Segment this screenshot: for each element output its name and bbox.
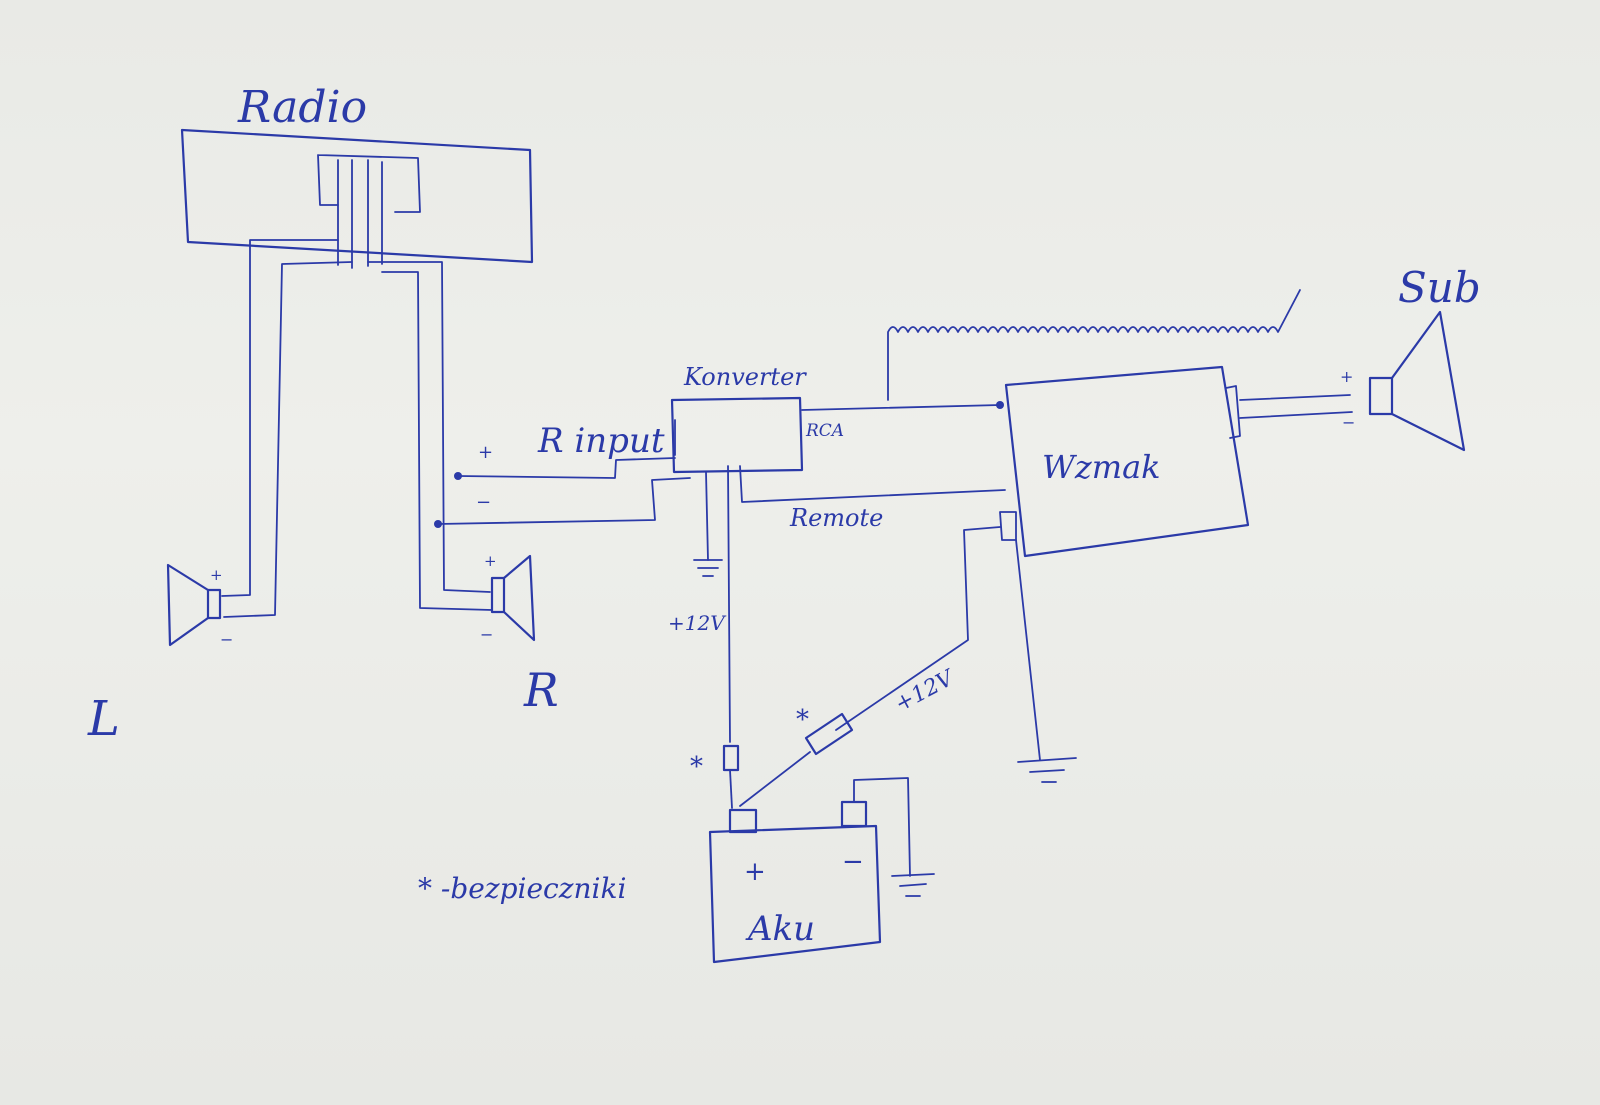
amp-ground-icon (1015, 539, 1077, 783)
fuse-marker-1: * (690, 752, 703, 782)
left-speaker-label: L (87, 691, 120, 747)
wzmak-label: Wzmak (1042, 448, 1161, 486)
converter-12v-label: +12V (668, 611, 727, 635)
sub-minus-label: − (1342, 413, 1355, 432)
right-speaker-icon (490, 554, 536, 642)
right-speaker-wires (367, 261, 493, 611)
left-speaker-wires (221, 239, 353, 618)
rinput-minus-label: − (476, 492, 491, 513)
battery-plus-label: + (744, 857, 766, 887)
right-minus-label: − (480, 625, 493, 644)
converter-ground-icon (693, 471, 723, 577)
rinput-plus-label: + (478, 442, 493, 463)
converter-power-line (727, 465, 733, 809)
battery-icon (708, 777, 935, 964)
left-speaker-icon (166, 563, 222, 647)
rca-label: RCA (805, 421, 844, 441)
r-input-label: R input (537, 421, 665, 461)
fuse-legend: * -bezpieczniki (418, 872, 626, 905)
fuse-icon-converter (722, 744, 740, 772)
radio-unit (180, 128, 534, 269)
right-speaker-label: R (523, 663, 559, 717)
right-plus-label: + (484, 552, 497, 570)
remote-label: Remote (789, 504, 883, 532)
subwoofer-icon (1368, 310, 1466, 452)
converter-box (670, 396, 804, 474)
left-minus-label: − (220, 630, 233, 649)
sub-plus-label: + (1340, 367, 1353, 386)
battery-label: Aku (745, 909, 815, 949)
sub-label: Sub (1398, 263, 1481, 312)
r-input-wires (437, 457, 691, 525)
konverter-label: Konverter (683, 363, 807, 391)
battery-minus-label: − (842, 847, 864, 877)
amp-power-line (739, 526, 1001, 807)
remote-wire (739, 465, 1006, 503)
sub-wires (1225, 385, 1353, 439)
fuse-icon-amp (804, 712, 854, 756)
left-plus-label: + (210, 566, 223, 584)
amp-12v-label: +12V (891, 665, 960, 717)
fuse-marker-2: * (796, 705, 809, 735)
radio-label: Radio (237, 82, 367, 133)
rca-antenna-coil (887, 289, 1301, 401)
rca-wire (801, 404, 1001, 411)
